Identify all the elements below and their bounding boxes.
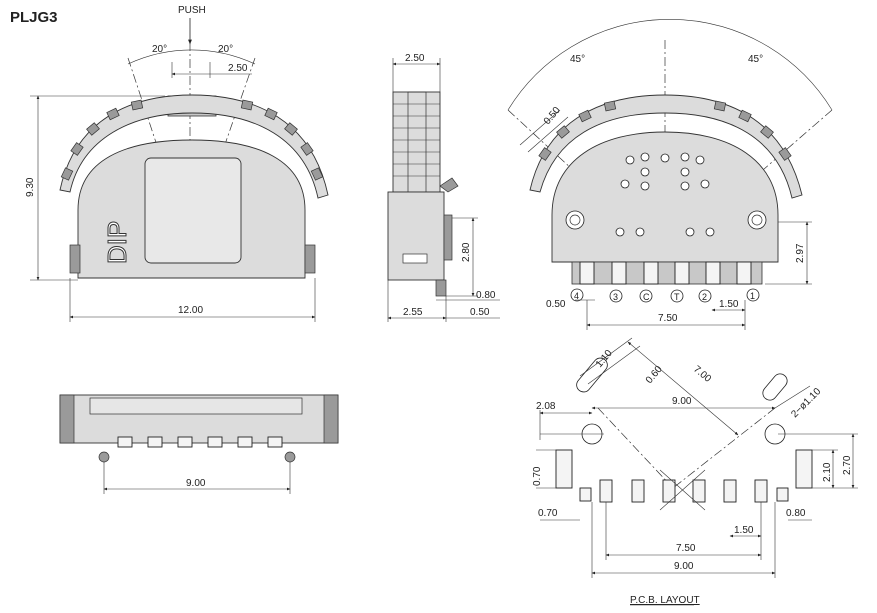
dim-0-80-side: 0.80: [476, 290, 496, 301]
side-wheel: [392, 91, 441, 193]
dim-1-50-pcb: 1.50: [734, 525, 754, 536]
bottom-view: 9.00: [59, 394, 339, 494]
dim-0-60: 0.60: [644, 364, 665, 386]
back-boss-left: [565, 210, 585, 230]
dim-7-50-back: 7.50: [658, 313, 678, 324]
dim-0-70-vertical: 0.70: [532, 466, 543, 486]
side-pin: [435, 279, 447, 297]
back-view: 45° 45° 0.50: [507, 18, 833, 330]
pcb-pad-mount-left: [555, 449, 573, 489]
pcb-layout: 1.10 0.60 7.00 9.00 2−ø1.10 2.08 0.70 2.…: [532, 337, 858, 606]
left-terminal: [69, 244, 81, 274]
dim-2-70: 2.70: [842, 455, 853, 475]
side-wheel-ridges: [393, 103, 440, 177]
pcb-slot-left: [576, 357, 608, 393]
pin-label-4: 4: [574, 291, 579, 301]
back-hole-pattern: [615, 152, 715, 237]
dim-9-00-bottom: 9.00: [186, 478, 206, 489]
dim-2-10: 2.10: [822, 462, 833, 482]
angle-45-right: 45°: [748, 54, 763, 65]
dim-2-80: 2.80: [461, 242, 472, 262]
dim-2-55: 2.55: [403, 307, 423, 318]
pin-label-2: 2: [702, 292, 707, 302]
back-body: [551, 131, 779, 263]
dim-9-00-pcb-top: 9.00: [672, 396, 692, 407]
dip-marking: DIP: [102, 221, 132, 264]
back-pins: [579, 261, 752, 285]
wheel-teeth: [60, 99, 324, 181]
dim-7-50-pcb: 7.50: [676, 543, 696, 554]
pcb-slot-right: [762, 373, 788, 401]
back-boss-right: [747, 210, 767, 230]
dim-12-00: 12.00: [178, 305, 203, 316]
dim-9-30: 9.30: [25, 177, 36, 197]
serrated-wheel: [59, 94, 329, 199]
dim-2-97: 2.97: [795, 243, 806, 263]
dim-hole: 2−ø1.10: [789, 386, 823, 420]
dim-2-08: 2.08: [536, 401, 556, 412]
pin-label-circles: [570, 288, 760, 303]
pcb-layout-label: P.C.B. LAYOUT: [630, 595, 700, 606]
dim-0-80-pcb: 0.80: [786, 508, 806, 519]
side-latch: [439, 177, 459, 193]
dim-7-00: 7.00: [691, 364, 713, 385]
side-tab: [443, 214, 453, 261]
push-label: PUSH: [178, 5, 206, 16]
side-window: [402, 253, 428, 264]
pin-label-c: C: [643, 292, 650, 302]
part-number-title: PLJG3: [10, 9, 58, 26]
pin-label-3: 3: [613, 292, 618, 302]
angle-arc: [127, 49, 256, 65]
side-view: 2.50 2.80 0.80 2.55 0.50: [387, 53, 500, 322]
back-wheel-teeth: [538, 100, 792, 161]
right-terminal: [304, 244, 316, 274]
angle-right-label: 20°: [218, 44, 233, 55]
body-window: [144, 157, 242, 264]
dim-2-50-front: 2.50: [228, 63, 248, 74]
back-angle-arc: [507, 18, 833, 111]
pin-label-1: 1: [750, 291, 755, 301]
dim-0-50-back: 0.50: [546, 299, 566, 310]
dim-0-50-diag: 0.50: [542, 105, 563, 127]
dim-0-50-side: 0.50: [470, 307, 490, 318]
bottom-peg-left: [98, 451, 110, 463]
dim-9-00-pcb-bottom: 9.00: [674, 561, 694, 572]
pcb-pad-mount-right: [795, 449, 813, 489]
bottom-pins: [117, 436, 283, 448]
dim-1-50-back: 1.50: [719, 299, 739, 310]
side-body: [387, 191, 445, 281]
pin-label-t: T: [674, 292, 680, 302]
dim-2-50-side: 2.50: [405, 53, 425, 64]
angle-45-left: 45°: [570, 54, 585, 65]
front-view: PUSH 20° 20° 2.50: [25, 5, 329, 322]
bottom-peg-right: [284, 451, 296, 463]
angle-left-label: 20°: [152, 44, 167, 55]
dim-0-70-horizontal: 0.70: [538, 508, 558, 519]
back-pin-block: [571, 261, 763, 285]
pcb-signal-pads: [579, 479, 789, 503]
